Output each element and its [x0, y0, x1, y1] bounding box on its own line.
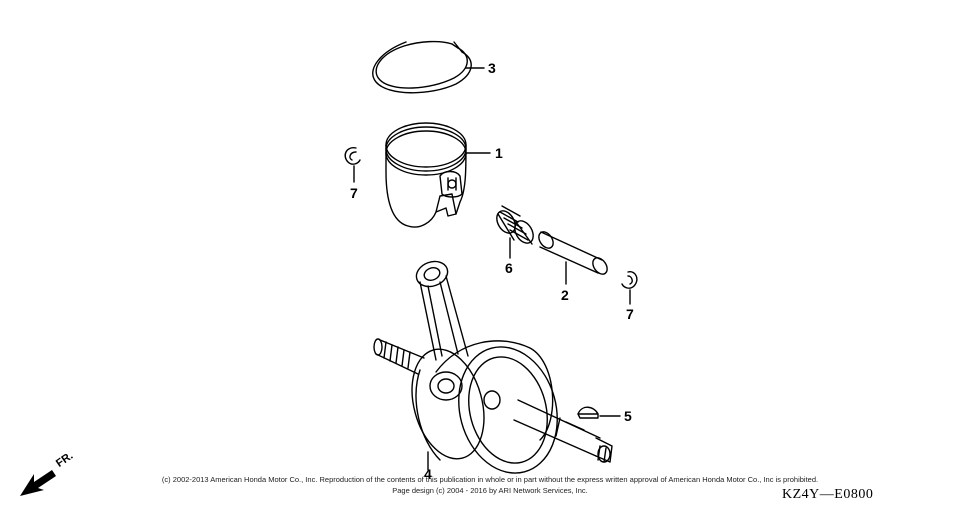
needle-bearing[interactable] [493, 205, 537, 246]
callout-clip-left[interactable]: 7 [350, 185, 358, 201]
piston[interactable] [385, 122, 467, 228]
piston-pin-clip-left[interactable] [344, 147, 361, 165]
callout-woodruff-key[interactable]: 5 [624, 408, 632, 424]
callout-clip-right[interactable]: 7 [626, 306, 634, 322]
piston-pin-clip-right[interactable] [621, 271, 638, 289]
copyright-line-2: Page design (c) 2004 - 2016 by ARI Netwo… [392, 486, 588, 495]
diagram-code: KZ4Y—E0800 [782, 487, 874, 502]
woodruff-key[interactable] [577, 406, 599, 419]
callout-piston[interactable]: 1 [495, 145, 503, 161]
piston-ring[interactable] [372, 40, 472, 94]
callout-piston-ring[interactable]: 3 [488, 60, 496, 76]
piston-pin[interactable] [536, 229, 610, 277]
front-direction-arrow-icon [20, 470, 56, 496]
callout-piston-pin[interactable]: 2 [561, 287, 569, 303]
crankshaft[interactable] [373, 257, 613, 484]
callout-crankshaft[interactable]: 4 [424, 466, 432, 482]
copyright-notice: (c) 2002-2013 American Honda Motor Co., … [0, 474, 980, 496]
callout-needle-bearing[interactable]: 6 [505, 260, 513, 276]
copyright-line-1: (c) 2002-2013 American Honda Motor Co., … [161, 475, 819, 484]
